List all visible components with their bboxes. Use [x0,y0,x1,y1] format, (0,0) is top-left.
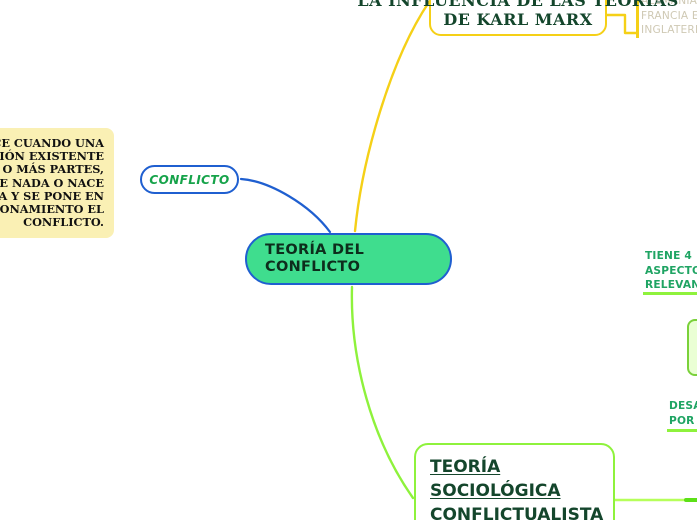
node-teoria-sociologica-conflictualista[interactable]: TEORÍA SOCIOLÓGICA CONFLICTUALISTA [414,443,615,520]
edge-conflicto-to-central [239,177,332,234]
label-aspectos-relevantes[interactable]: TIENE 4 ASPECTOS RELEVANTES [645,249,697,293]
node-teoria-sociologica-line-2: SOCIOLÓGICA [430,481,561,501]
node-karl-marx-line-2: DE KARL MARX [443,10,593,29]
node-teoria-sociologica-line-1: TEORÍA [430,457,501,477]
note-conflicto-definition[interactable]: NACE CUANDO UNA RELACIÓN EXISTENTE ENTRE… [0,128,114,239]
label-aspectos-relevantes-text: TIENE 4 ASPECTOS RELEVANTES [645,250,697,292]
label-desarrollada-por-text: DESARROLLADA POR [669,400,697,427]
node-conflicto-label: CONFLICTO [149,172,230,187]
tick-marx-paises [636,0,639,38]
node-karl-marx-line-1: LA INFLUENCIA DE LAS TEORÍAS [357,0,679,10]
node-karl-marx[interactable]: LA INFLUENCIA DE LAS TEORÍAS DE KARL MAR… [357,0,678,36]
edge-central-to-sociologica [350,285,415,500]
note-conflicto-definition-text: NACE CUANDO UNA RELACIÓN EXISTENTE ENTRE… [0,136,104,230]
node-teoria-del-conflicto-line-2: CONFLICTO [265,259,361,275]
label-desarrollada-por[interactable]: DESARROLLADA POR [669,399,697,428]
underline-desarrollada-por [667,429,697,432]
label-paises-text: ALEMANIA, FRANCIA E INGLATERRA [641,0,697,37]
node-green-right-clipped[interactable] [687,319,697,376]
label-paises[interactable]: ALEMANIA, FRANCIA E INGLATERRA [641,0,697,38]
node-teoria-del-conflicto[interactable]: TEORÍA DEL CONFLICTO [245,233,452,285]
underline-aspectos-relevantes [643,292,697,295]
node-conflicto[interactable]: CONFLICTO [140,165,239,194]
edge-marx-to-paises [607,13,636,35]
node-teoria-sociologica-line-3: CONFLICTUALISTA [430,505,604,520]
node-teoria-del-conflicto-line-1: TEORÍA DEL [265,242,365,258]
edge-central-to-marx [353,0,431,233]
